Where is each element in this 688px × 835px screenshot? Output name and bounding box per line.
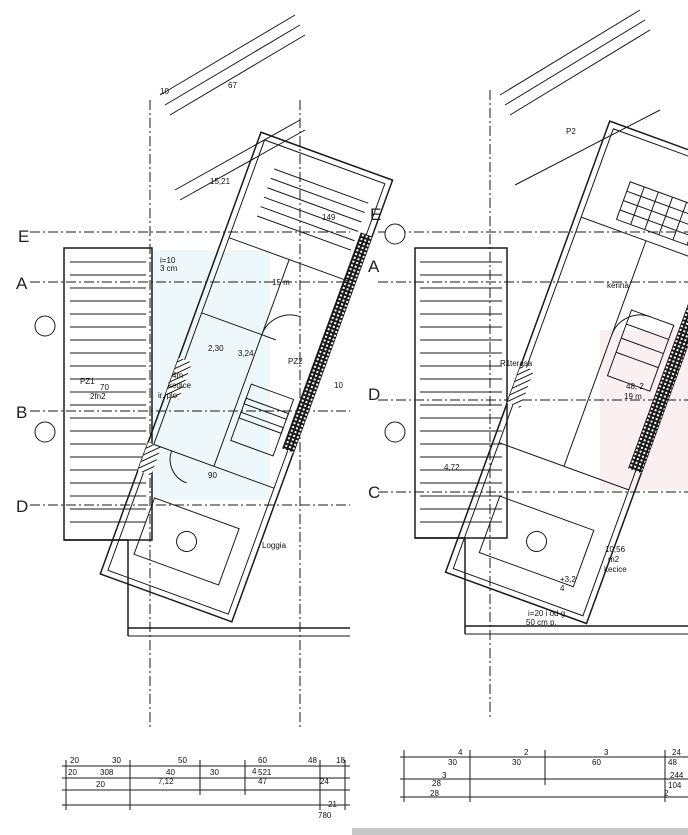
right-area-1: 48, 2 <box>626 382 644 391</box>
left-window-1: 70 <box>100 383 109 392</box>
right-dim-r2-0: 30 <box>448 758 457 767</box>
left-top-dim-2: 67 <box>228 81 237 90</box>
horizontal-scrollbar[interactable] <box>352 828 688 835</box>
wall-hatch-2 <box>165 357 193 401</box>
left-dim-r1-2: 50 <box>178 756 187 765</box>
right-slab-note-1: i=20 i od g <box>528 609 566 618</box>
right-dim-r1-2: 3 <box>604 748 609 757</box>
right-dim-r2-3: 48 <box>668 758 677 767</box>
left-slab-note-2: 3 cm <box>160 264 178 273</box>
stair-right <box>615 181 688 251</box>
axis-bubbles <box>34 223 406 443</box>
left-room-kedice: kedice <box>168 381 192 390</box>
wall-hatch-3 <box>137 442 162 476</box>
right-level-1: 4,72 <box>444 463 460 472</box>
left-area-2: 4m <box>172 371 184 380</box>
left-dim-r1-4: 4 <box>252 767 257 776</box>
left-area-1: 15 m <box>272 278 290 287</box>
left-dim-r2-3: 30 <box>210 768 219 777</box>
left-dim-r1-0: 20 <box>70 756 79 765</box>
right-room-r1: R1 <box>500 359 511 368</box>
left-dim-r2-1: 308 <box>100 768 114 777</box>
left-dim-r2-5: 24 <box>320 777 329 786</box>
stair-left <box>256 168 369 251</box>
right-room-kecice: kecice <box>604 565 627 574</box>
right-dim-r3-1: 28 <box>432 779 441 788</box>
left-dim-r1-3: 60 <box>258 756 267 765</box>
right-dim-r3-0: 3 <box>442 771 447 780</box>
axis-label-e-right: E <box>370 205 382 224</box>
right-level-2: +3,2 <box>560 575 576 584</box>
left-dim-r1-5: 48 <box>308 756 317 765</box>
right-dim-r4-2: 244 <box>670 771 684 780</box>
left-level-2: 3,24 <box>238 349 254 358</box>
left-slab-note-1: i=10 <box>160 256 176 265</box>
left-dim-r3-1: 47 <box>258 777 267 786</box>
left-room-irplo: ir. plo <box>158 391 178 400</box>
left-dimension-lines <box>62 760 350 810</box>
terrace-boards-left <box>70 261 146 523</box>
right-area-3: 10,56 <box>605 545 626 554</box>
left-window-2: 90 <box>208 471 217 480</box>
roof-edge-right <box>499 9 661 186</box>
left-room-pz2: PZ2 <box>288 357 303 366</box>
right-dim-r4-0: 28 <box>430 789 439 798</box>
left-level-3: 2,30 <box>208 344 224 353</box>
left-plan <box>30 14 394 730</box>
axis-label-d-right: D <box>368 385 381 404</box>
right-dim-r3-2: 104 <box>668 781 682 790</box>
right-slab-note-2: 50 cm p. <box>526 618 557 627</box>
right-dim-r2-2: 60 <box>592 758 601 767</box>
wall-hatch-right-1 <box>628 233 688 474</box>
axis-label-c-right: C <box>368 483 381 502</box>
roof-edge-left <box>159 14 306 201</box>
right-dim-r1-3: 24 <box>672 748 681 757</box>
left-dim-r4-1: 21 <box>328 800 337 809</box>
right-dimension-lines <box>400 750 688 802</box>
right-area-2: 19 m <box>624 392 642 401</box>
axis-label-b: B <box>16 403 28 422</box>
left-dim-r2-2: 40 <box>166 768 175 777</box>
axis-label-a: A <box>16 274 28 293</box>
building-rotated-left <box>99 131 394 623</box>
right-level-3: 4 <box>560 584 565 593</box>
left-dim-r4-0: 20 <box>96 780 105 789</box>
left-dim-total: 780 <box>318 811 332 820</box>
left-dim-r2-4: 521 <box>258 768 272 777</box>
left-room-2fn2: 2fn2 <box>90 392 106 401</box>
left-dim-r1-6: 18 <box>336 756 345 765</box>
right-room-p2: P2 <box>566 127 576 136</box>
axis-label-a-right: A <box>368 257 380 276</box>
terrace-slab-right <box>414 247 508 539</box>
building-rotated-right <box>444 120 688 625</box>
axis-label-d: D <box>16 497 29 516</box>
right-dim-r1-1: 2 <box>524 748 529 757</box>
right-area-4: m2 <box>608 555 620 564</box>
left-room-pz1: PZ1 <box>80 377 95 386</box>
left-level-1: 15,21 <box>210 177 231 186</box>
left-dim-r3-0: 7,12 <box>158 777 174 786</box>
left-dim-r1-1: 30 <box>112 756 121 765</box>
left-stair-2: 10 <box>334 381 343 390</box>
left-top-dim-1: 10 <box>160 87 169 96</box>
axis-label-e: E <box>18 227 30 246</box>
wall-hatch-right-2 <box>507 365 534 408</box>
left-dim-r2-0: 20 <box>68 768 77 777</box>
right-dim-r4-1: 2 <box>664 789 669 798</box>
right-room-kerina: kerina <box>607 281 629 290</box>
wall-hatch-1 <box>282 232 373 453</box>
right-dim-r1-0: 4 <box>458 748 463 757</box>
right-room-terasa: terasa <box>510 359 533 368</box>
left-stair-1: 149 <box>322 213 336 222</box>
left-room-loggia: Loggia <box>262 541 287 550</box>
right-plan <box>378 9 688 720</box>
terrace-boards-right <box>420 261 502 523</box>
right-dim-r2-1: 30 <box>512 758 521 767</box>
accent-cyan-zone <box>150 250 270 500</box>
